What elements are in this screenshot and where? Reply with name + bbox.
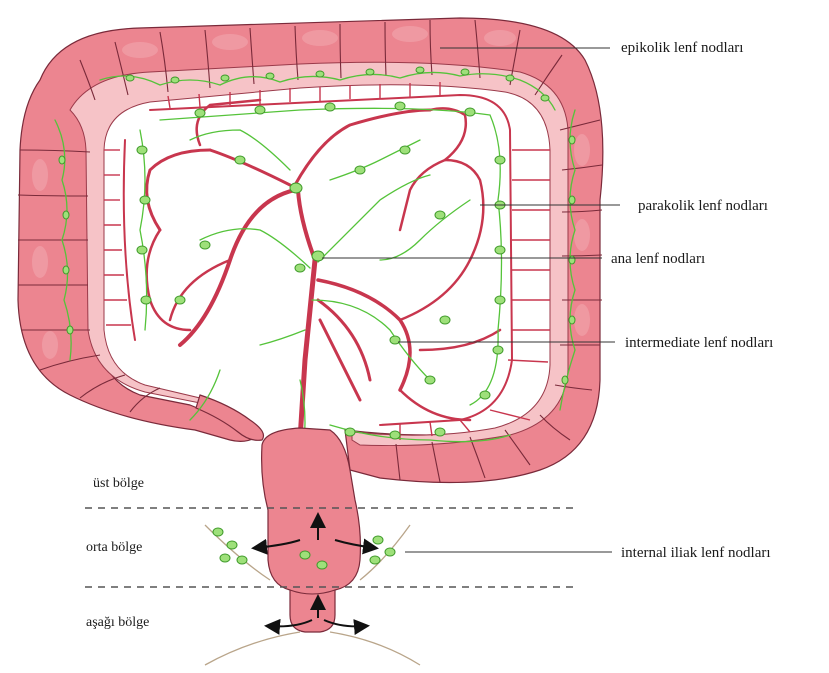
mesenteric-vessels bbox=[104, 82, 550, 440]
main-nodes bbox=[290, 183, 324, 272]
label-main: ana lenf nodları bbox=[611, 251, 705, 267]
zone-upper: üst bölge bbox=[93, 476, 144, 491]
zone-lower: aşağı bölge bbox=[86, 615, 149, 630]
anal-line-right bbox=[330, 632, 420, 665]
anal-line-left bbox=[205, 632, 300, 665]
label-epicolic: epikolik lenf nodları bbox=[621, 40, 743, 56]
zone-middle: orta bölge bbox=[86, 540, 142, 555]
label-intermediate: intermediate lenf nodları bbox=[625, 335, 773, 351]
rectum-body bbox=[262, 428, 361, 632]
main-vessel-trunk bbox=[300, 260, 315, 440]
label-paracolic: parakolik lenf nodları bbox=[638, 198, 768, 214]
label-internal-iliac: internal iliak lenf nodları bbox=[621, 545, 771, 561]
